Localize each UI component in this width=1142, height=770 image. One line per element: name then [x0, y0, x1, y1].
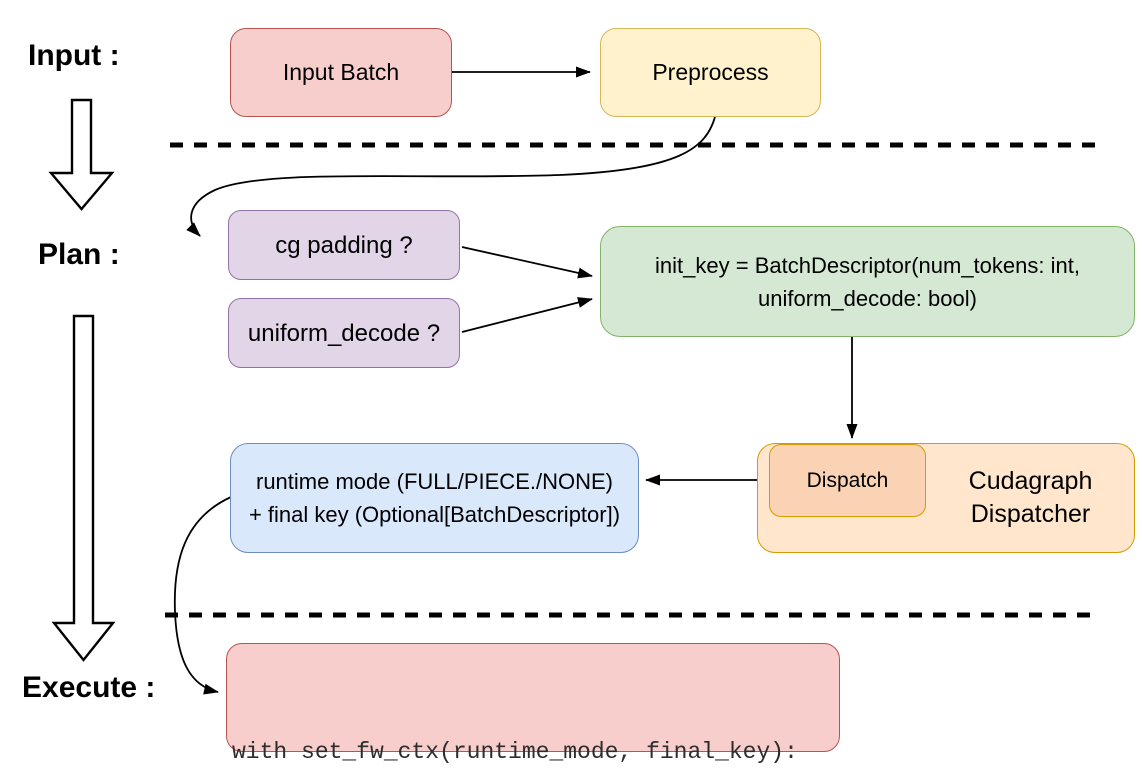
init-key-line2: uniform_decode: bool)	[758, 285, 977, 311]
block-arrow-input-to-plan	[48, 98, 115, 211]
block-arrow-plan-to-execute	[51, 314, 116, 662]
init-key-line1: init_key = BatchDescriptor(num_tokens: i…	[655, 252, 1080, 278]
runtime-mode-line2: + final key (Optional[BatchDescriptor])	[248, 502, 621, 527]
runtime-mode-line1: runtime mode (FULL/PIECE./NONE)	[256, 469, 613, 494]
stage-label-execute: Execute :	[22, 671, 156, 704]
uniform-decode-label: uniform_decode ?	[247, 319, 441, 347]
dispatcher-caption-line2: Dispatcher	[970, 500, 1091, 528]
uniform-decode-node: uniform_decode ?	[228, 298, 460, 368]
cudagraph-dispatcher-caption: Cudagraph Dispatcher	[926, 443, 1135, 553]
input-batch-node: Input Batch	[230, 28, 452, 117]
input-batch-label: Input Batch	[282, 59, 400, 85]
stage-label-input: Input :	[28, 39, 120, 72]
arrow-preprocess-to-cgpadding	[186, 116, 716, 237]
arrow-cgpadding-to-initkey	[461, 246, 593, 279]
cg-padding-label: cg padding ?	[275, 231, 413, 259]
execute-code-node	[226, 643, 840, 752]
arrow-uniformdecode-to-initkey	[461, 297, 593, 333]
preprocess-node: Preprocess	[600, 28, 821, 117]
arrow-runtimemode-to-code	[173, 496, 232, 695]
cg-padding-node: cg padding ?	[228, 210, 460, 280]
runtime-mode-node: runtime mode (FULL/PIECE./NONE) + final …	[230, 443, 639, 553]
execute-code-text: with set_fw_ctx(runtime_mode, final_key)…	[232, 671, 798, 770]
dispatcher-caption-line1: Cudagraph	[968, 467, 1093, 495]
code-line-1: with set_fw_ctx(runtime_mode, final_key)…	[232, 739, 798, 765]
init-key-node: init_key = BatchDescriptor(num_tokens: i…	[600, 226, 1135, 337]
preprocess-label: Preprocess	[652, 59, 769, 85]
dispatch-node: Dispatch	[769, 444, 926, 517]
stage-label-plan: Plan :	[38, 238, 120, 271]
dispatch-label: Dispatch	[806, 469, 889, 492]
